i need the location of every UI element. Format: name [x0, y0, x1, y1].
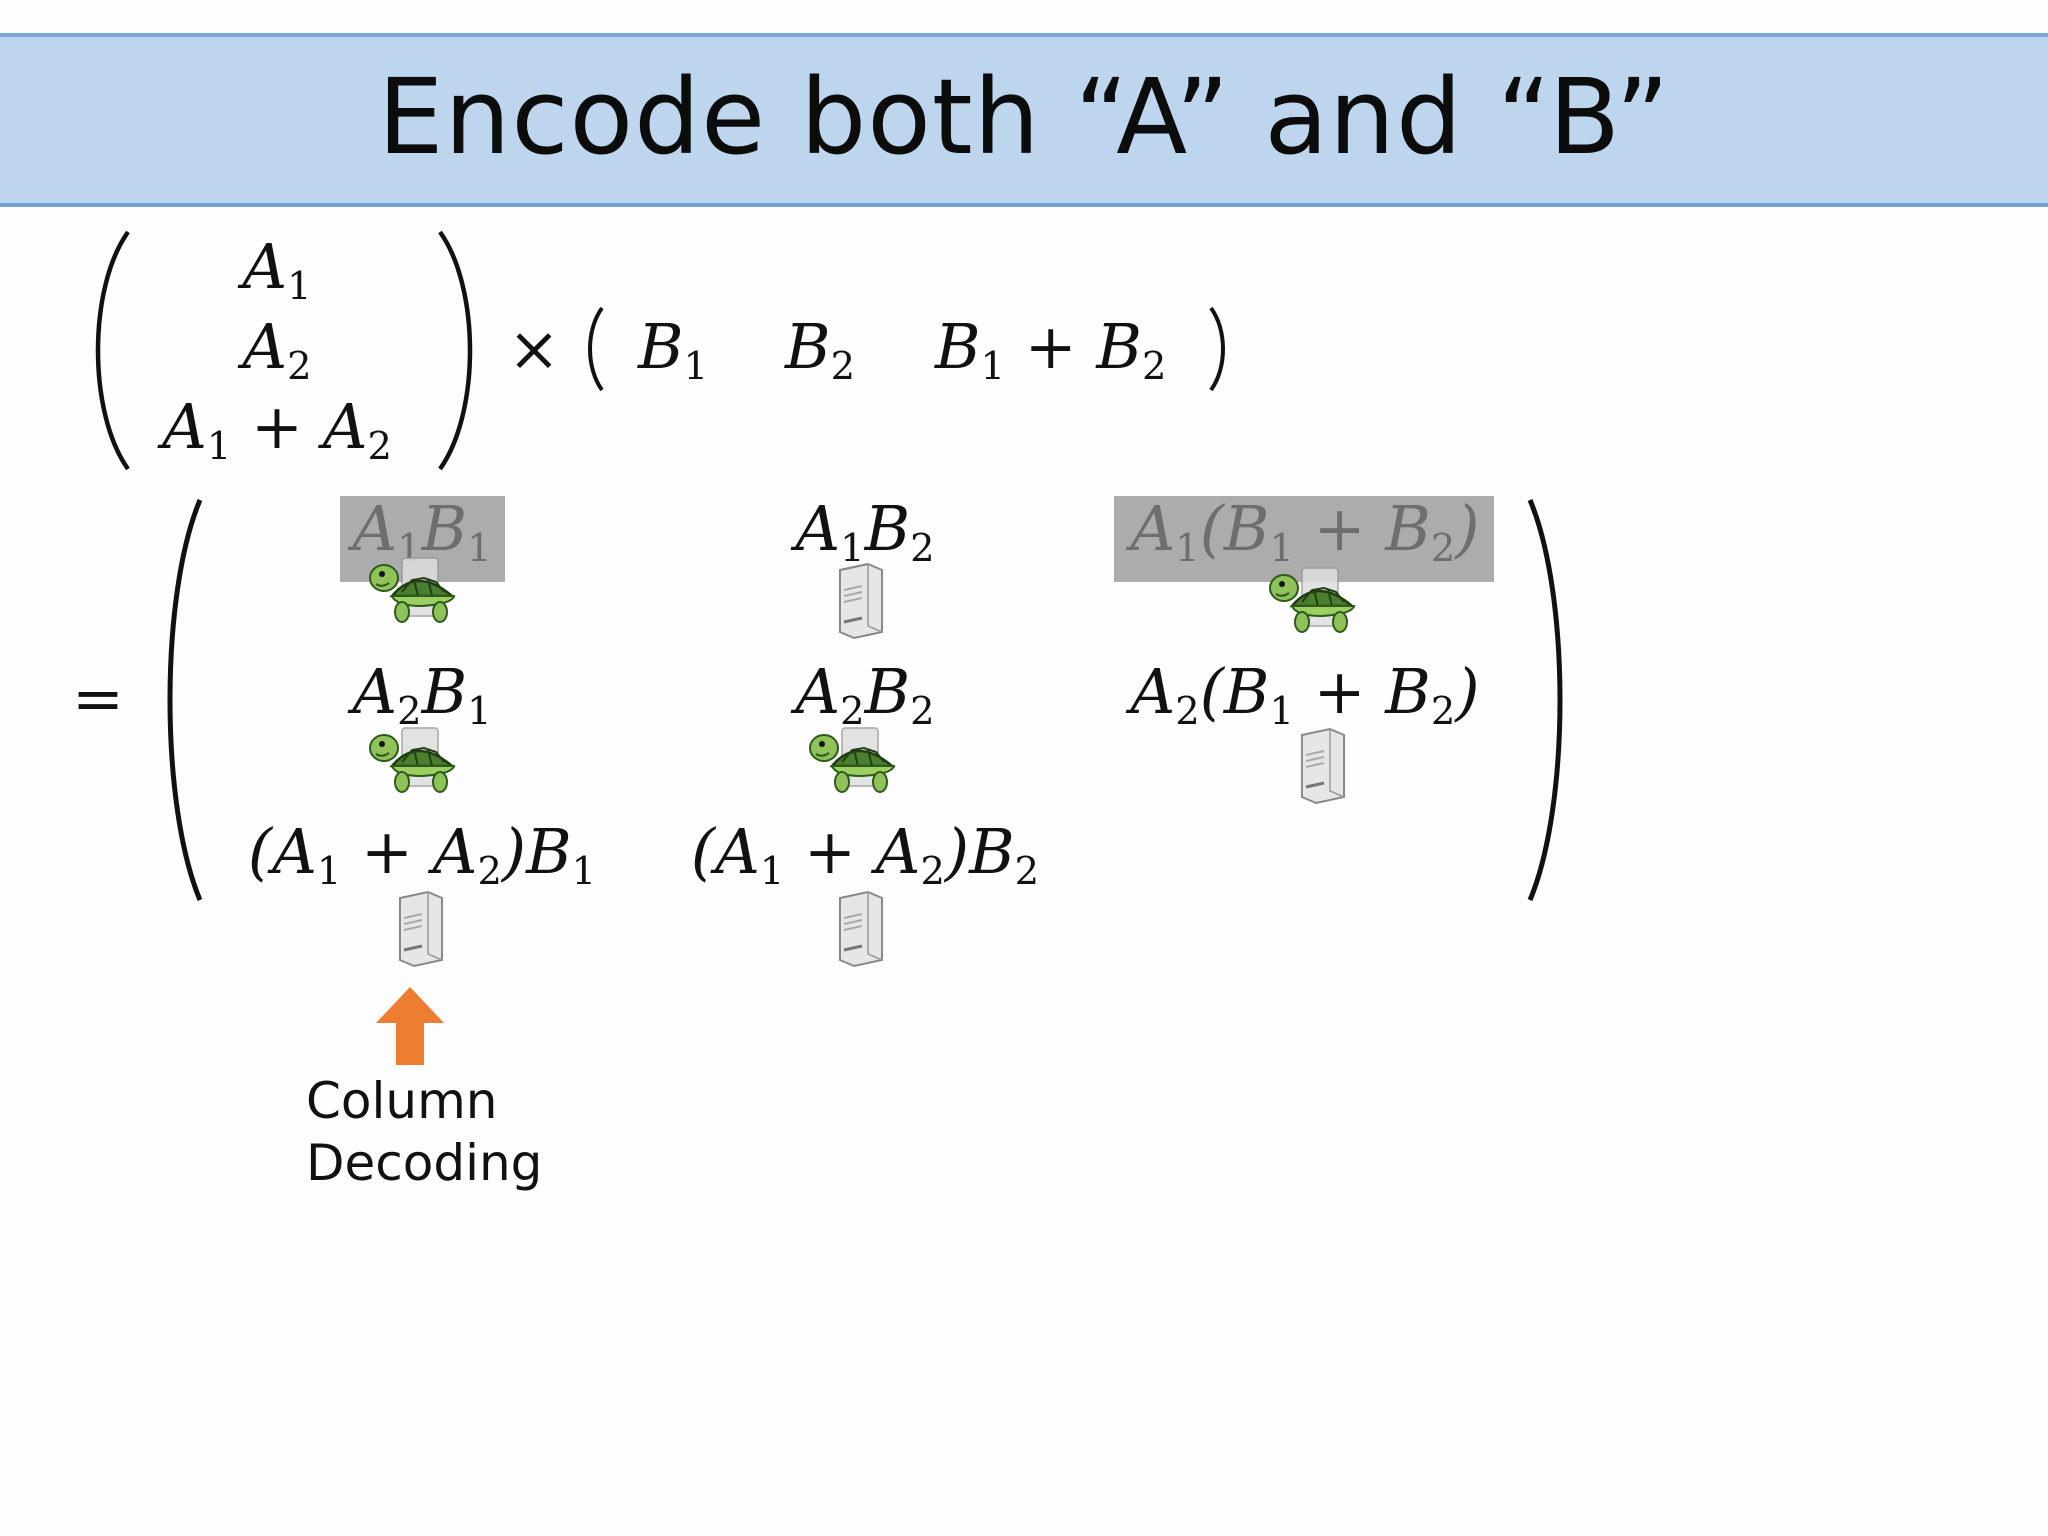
a-vector-entry-2: A2 [242, 310, 312, 389]
result-right-paren [1520, 495, 1575, 905]
b-vector-right-paren [1205, 305, 1233, 393]
a-vector-entry-3: A1 + A2 [162, 390, 392, 469]
cell-a1-b1-plus-b2: A1(B1 + B2) [1130, 492, 1480, 571]
cell-a1b2: A1B2 [795, 492, 935, 571]
arrow-up-icon [374, 985, 446, 1071]
server-icon [394, 888, 446, 972]
result-left-paren [155, 495, 210, 905]
cell-a2-b1-plus-b2: A2(B1 + B2) [1130, 655, 1480, 734]
cell-a2b1: A2B1 [352, 655, 492, 734]
b-vector-left-paren [580, 305, 608, 393]
turtle-icon [362, 552, 462, 638]
slide-title: Encode both “A” and “B” [377, 56, 1671, 178]
cell-a2b2: A2B2 [795, 655, 935, 734]
turtle-icon [1262, 562, 1362, 648]
server-icon [834, 560, 886, 644]
cell-a1b1: A1B1 [352, 492, 492, 571]
a-vector-left-paren [80, 228, 140, 473]
server-icon [1296, 725, 1348, 809]
b-vector-entry-3: B1 + B2 [935, 310, 1167, 389]
turtle-icon [802, 722, 902, 808]
server-icon [834, 888, 886, 972]
a-vector-right-paren [428, 228, 488, 473]
title-banner: Encode both “A” and “B” [0, 33, 2048, 207]
b-vector-entry-1: B1 [638, 310, 709, 389]
caption-line-2: Decoding [306, 1134, 543, 1192]
turtle-icon [362, 722, 462, 808]
b-vector-entry-2: B2 [785, 310, 856, 389]
cell-a1-plus-a2-b2: (A1 + A2)B2 [690, 815, 1040, 894]
column-decoding-label: Column Decoding [306, 1070, 542, 1194]
caption-line-1: Column [306, 1072, 498, 1130]
a-vector-entry-1: A1 [242, 230, 312, 309]
cell-a1-plus-a2-b1: (A1 + A2)B1 [247, 815, 597, 894]
equals-symbol: = [72, 662, 124, 735]
times-symbol: × [508, 312, 560, 385]
